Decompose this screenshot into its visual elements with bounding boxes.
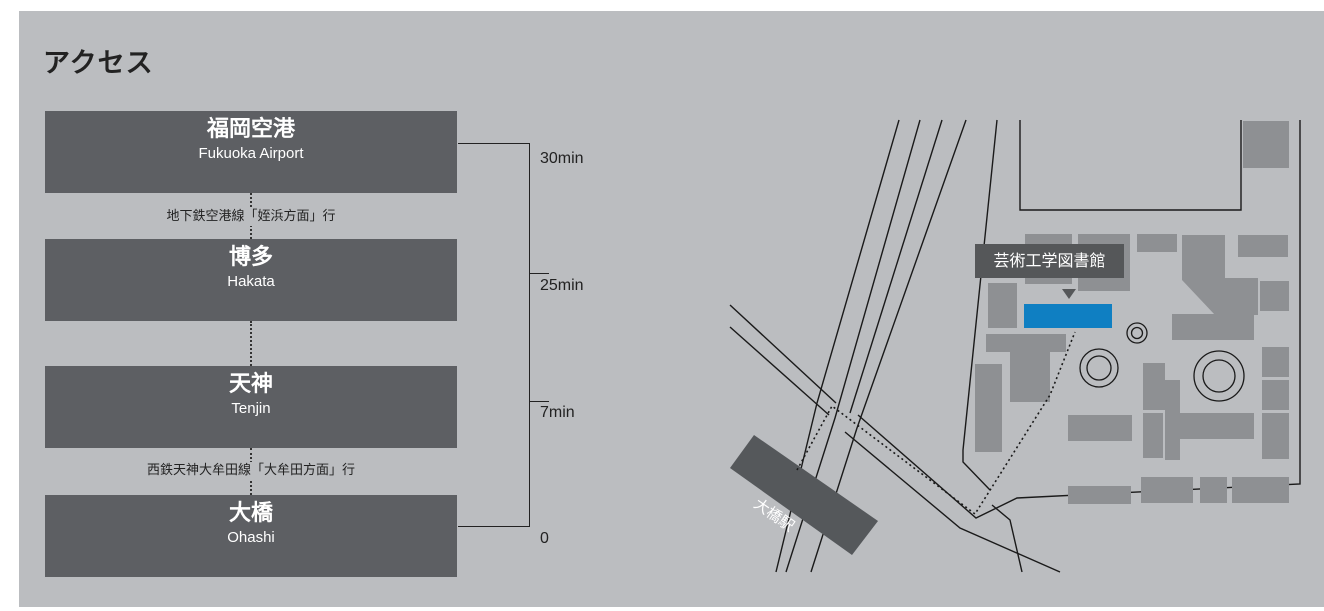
road-line: [849, 119, 943, 414]
walking-route: [796, 331, 1076, 516]
building: [1260, 281, 1289, 311]
building: [1262, 413, 1289, 459]
road-line: [729, 326, 830, 416]
station-ohashi: 大橋 Ohashi: [45, 495, 457, 577]
road-line: [729, 304, 837, 404]
station-hakata: 博多 Hakata: [45, 239, 457, 321]
circle-structure: [1079, 348, 1119, 388]
circle-structure: [1126, 322, 1148, 344]
building: [1232, 477, 1289, 503]
label-pointer: [1062, 289, 1076, 299]
building: [986, 334, 1066, 352]
station-name-en: Tenjin: [231, 400, 271, 417]
station-name-jp: 福岡空港: [206, 117, 295, 142]
time-tick: [529, 273, 549, 274]
station-name-en: Hakata: [227, 273, 275, 290]
station-tenjin: 天神 Tenjin: [45, 366, 457, 448]
building: [1143, 413, 1163, 458]
circle-structure: [1086, 355, 1112, 381]
library-label: 芸術工学図書館: [975, 244, 1124, 278]
building: [1238, 235, 1288, 257]
road-line: [857, 120, 1301, 519]
road-line: [775, 119, 900, 573]
building: [1068, 486, 1131, 504]
building: [1262, 347, 1289, 377]
building: [988, 283, 1017, 328]
time-label-tenjin: 7min: [540, 404, 575, 421]
circle-structure: [1193, 350, 1245, 402]
line-label-nishitetsu: 西鉄天神大牟田線「大牟田方面」行: [45, 462, 457, 480]
road-line: [991, 504, 1023, 573]
road-line: [962, 119, 998, 491]
time-label-fukuoka-airport: 30min: [540, 150, 584, 167]
station-fukuoka-airport: 福岡空港 Fukuoka Airport: [45, 111, 457, 193]
line-label-subway: 地下鉄空港線「姪浜方面」行: [45, 208, 457, 226]
road-line: [1019, 120, 1242, 211]
building: [1141, 477, 1193, 503]
building: [1172, 413, 1254, 439]
page-title: アクセス: [43, 48, 154, 79]
circle-structure: [1130, 326, 1144, 340]
station-name-jp: 天神: [228, 372, 273, 397]
time-tick: [529, 401, 549, 402]
time-label-ohashi: 0: [540, 530, 549, 547]
building: [1068, 415, 1132, 441]
time-label-hakata: 25min: [540, 277, 584, 294]
building: [1172, 314, 1254, 340]
station-name-jp: 博多: [228, 245, 273, 270]
station-name-jp: 大橋: [228, 501, 273, 526]
building: [1200, 477, 1227, 503]
building: [975, 364, 1002, 452]
station-name-en: Ohashi: [227, 529, 275, 546]
station-name-en: Fukuoka Airport: [198, 145, 304, 162]
building: [1143, 363, 1180, 460]
roads: [729, 119, 1301, 573]
building: [1243, 121, 1289, 168]
road-line: [844, 431, 1061, 573]
circular-structures: [1079, 322, 1245, 402]
building: [1137, 234, 1177, 252]
station-building: [730, 435, 878, 555]
route-connector: [250, 321, 252, 366]
time-bracket: [458, 143, 530, 527]
road-line: [785, 119, 921, 573]
circle-structure: [1202, 359, 1236, 393]
building: [1010, 352, 1050, 402]
buildings: [975, 121, 1289, 504]
building: [1182, 235, 1258, 315]
building: [1262, 380, 1289, 410]
library-building-highlight: [1024, 304, 1112, 328]
